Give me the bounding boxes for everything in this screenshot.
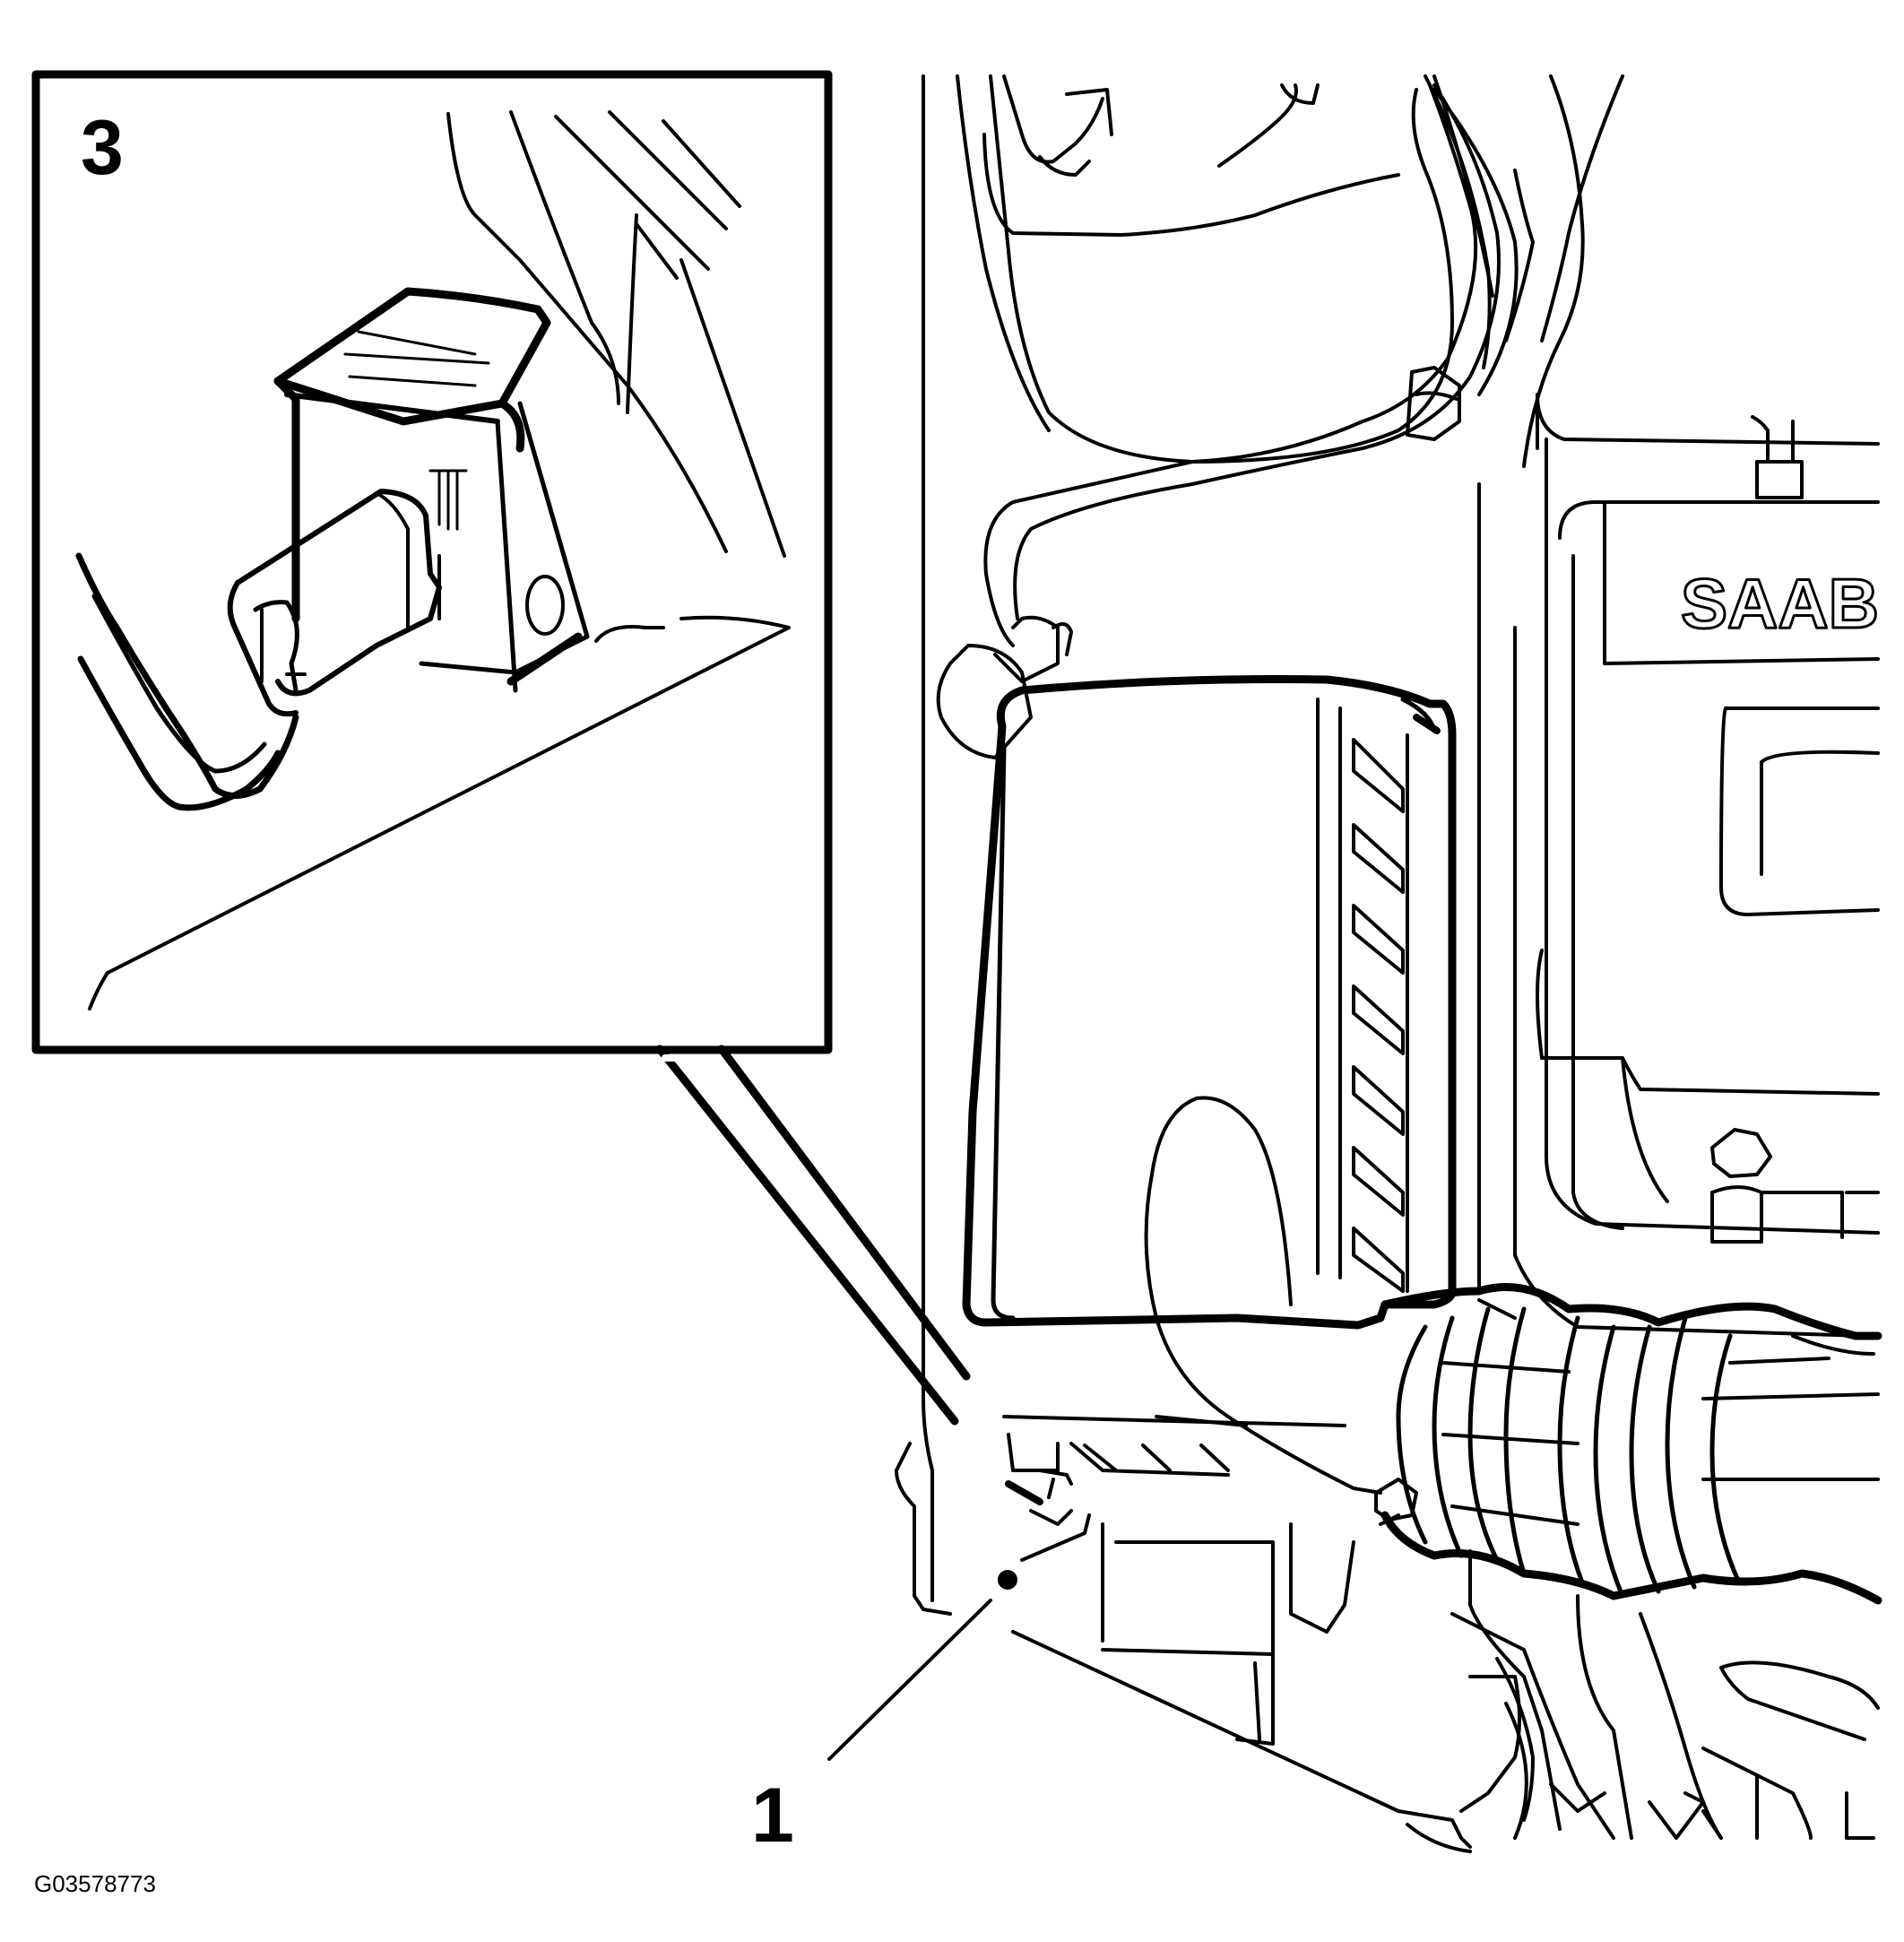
engine-cover	[1536, 393, 1880, 1244]
intake-hose	[1144, 1096, 1882, 1605]
inset-detail-panel	[31, 70, 971, 1426]
part-callout-number: 1	[751, 1773, 794, 1859]
air-filter-housing	[962, 675, 1457, 1526]
figure-reference-code: G03578773	[34, 1870, 156, 1897]
lower-engine-bay	[895, 1442, 1880, 1853]
component-marker-dot	[998, 1570, 1017, 1590]
brand-logo-text: SAAB	[1681, 564, 1879, 643]
leader-line-callout-1	[827, 1599, 992, 1761]
engine-bay-background	[922, 74, 1866, 1602]
inset-callout-number: 3	[81, 105, 124, 191]
